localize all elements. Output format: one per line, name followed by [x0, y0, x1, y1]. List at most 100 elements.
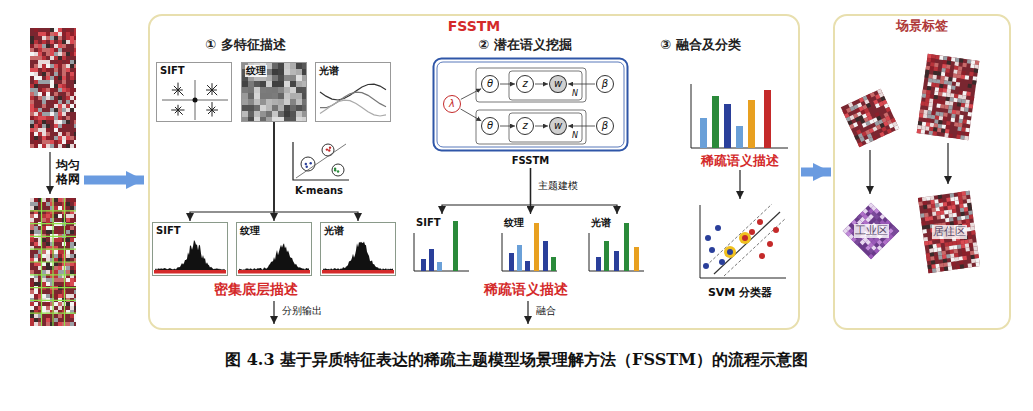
satellite-image	[46, 52, 50, 56]
gridded-image	[58, 254, 62, 258]
gridded-image	[30, 198, 34, 202]
gridded-image	[46, 278, 50, 282]
texture-image	[254, 105, 260, 111]
scene-image	[954, 94, 959, 99]
bar-chart	[453, 221, 458, 271]
scene-image	[929, 248, 934, 253]
flow-arrow	[535, 84, 548, 85]
satellite-image	[30, 108, 34, 112]
variable-circle: z	[516, 75, 534, 93]
satellite-image	[54, 112, 58, 116]
satellite-image	[50, 116, 54, 120]
satellite-image	[58, 120, 62, 124]
scene-image	[928, 74, 933, 79]
bar-chart	[614, 251, 619, 271]
texture-image	[242, 87, 248, 93]
gridded-image	[30, 314, 34, 318]
satellite-image	[70, 60, 74, 64]
scene-image	[956, 265, 961, 270]
scene-image	[965, 132, 970, 137]
scene-image	[947, 201, 952, 206]
scene-image	[949, 101, 954, 106]
satellite-image	[58, 64, 62, 68]
scene-image	[962, 119, 967, 124]
scene-image	[945, 72, 950, 77]
label-anchor: ① 多特征描述	[205, 37, 286, 53]
label-anchor: 密集底层描述	[214, 281, 298, 298]
satellite-image	[38, 128, 42, 132]
scene-image	[955, 257, 960, 262]
scene-image	[967, 59, 972, 64]
texture-image	[296, 69, 302, 75]
satellite-image	[50, 144, 54, 148]
gridded-image	[66, 230, 70, 234]
gridded-image	[30, 218, 34, 222]
output-arrow	[527, 301, 528, 324]
texture-image	[248, 87, 254, 93]
satellite-image	[70, 144, 74, 148]
scene-image	[940, 267, 945, 272]
node-text: 光谱	[591, 217, 611, 229]
scene-image	[971, 259, 976, 264]
scene-image	[930, 256, 935, 261]
flow-arrow	[461, 89, 481, 100]
svm-plot	[719, 259, 725, 265]
gridded-image	[30, 287, 76, 288]
satellite-image	[54, 108, 58, 112]
scene-image	[954, 253, 959, 258]
scene-image	[960, 264, 965, 269]
spectrum-curves	[320, 84, 386, 116]
scene-image	[927, 114, 932, 119]
gridded-image	[70, 282, 74, 286]
svm-plot	[757, 219, 763, 225]
texture-image	[260, 105, 266, 111]
model-outline	[476, 68, 586, 102]
scene-arrow	[869, 150, 870, 194]
scene-image	[952, 213, 957, 218]
gridded-image	[42, 238, 46, 242]
satellite-image	[30, 116, 34, 120]
satellite-image	[66, 32, 70, 36]
gridded-image	[66, 322, 70, 326]
figure-box: SIFT	[156, 62, 232, 122]
scene-image	[966, 251, 971, 256]
scene-image	[943, 113, 948, 118]
satellite-image	[58, 108, 62, 112]
caption-anchor: 图 4.3 基于异质特征表达的稀疏主题模型场景理解方法（FSSTM）的流程示意图	[0, 350, 1033, 369]
satellite-image	[74, 96, 76, 100]
satellite-image	[70, 96, 74, 100]
texture-image	[266, 111, 272, 117]
scene-image	[928, 78, 933, 83]
scene-image	[940, 210, 945, 215]
label-text: 稀疏语义描述	[484, 281, 568, 298]
bar-chart	[589, 223, 644, 271]
scene-image	[940, 76, 945, 81]
gridded-image	[34, 202, 38, 206]
scene-image	[930, 196, 935, 201]
scene-image	[966, 120, 971, 125]
scene-image	[922, 93, 927, 98]
texture-image	[272, 117, 278, 121]
satellite-image	[50, 28, 54, 32]
svm-plot	[724, 246, 736, 258]
svm-plot	[709, 247, 715, 253]
bar-chart	[421, 259, 426, 271]
satellite-image	[54, 68, 58, 72]
gridded-image	[66, 302, 70, 306]
texture-image	[248, 117, 254, 121]
texture-image	[278, 111, 284, 117]
svm-plot	[773, 227, 779, 233]
scene-image	[930, 94, 935, 99]
scene-image	[951, 257, 956, 262]
gridded-image	[46, 282, 50, 286]
scene-image	[953, 249, 958, 254]
scene-image	[924, 74, 929, 79]
texture-image	[260, 111, 266, 117]
satellite-image	[74, 124, 76, 128]
scene-image	[944, 105, 949, 110]
scene-image	[961, 75, 966, 80]
gridded-image	[74, 306, 76, 310]
kmeans-plot	[328, 149, 330, 151]
texture-image	[284, 105, 290, 111]
scene-image	[938, 195, 943, 200]
